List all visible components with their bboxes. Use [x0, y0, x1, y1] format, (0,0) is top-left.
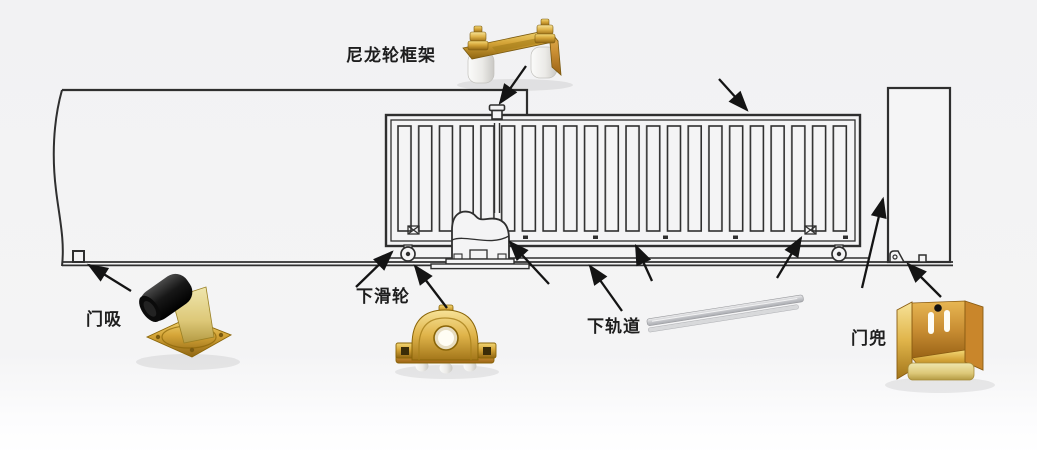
guide-post-knob	[488, 104, 506, 120]
label-bottom-track: 下轨道	[587, 317, 641, 337]
arrow-door-stopper	[87, 263, 132, 292]
receiver-post	[886, 86, 952, 264]
post-foot-square	[918, 254, 927, 263]
gate-roller-bolt-right	[804, 225, 817, 235]
arrow-motor-unit	[508, 240, 550, 285]
arrow-bottom-track-3	[776, 236, 803, 279]
label-nylon-wheel-frame: 尼龙轮框架	[346, 46, 436, 66]
arrow-bottom-track-1	[588, 264, 623, 312]
gate-wheel-left	[400, 244, 416, 262]
gate-roller-bolt-left	[407, 225, 420, 235]
gate-wheel-right	[831, 244, 847, 262]
nylon-frame-bolt-left	[467, 25, 489, 51]
bottom-roller-photo	[395, 304, 499, 379]
motor-unit	[430, 210, 530, 270]
nylon-frame-bolt-right	[534, 18, 556, 44]
gate-inner-frame	[390, 119, 856, 242]
door-stopper-rubber	[139, 273, 193, 322]
wall-break-edge	[52, 89, 64, 267]
arrow-receiver-post	[860, 196, 887, 289]
arrow-bottom-track-2	[634, 243, 654, 282]
arrow-bottom-roller-1	[355, 250, 394, 288]
bottom-track-photo	[646, 294, 804, 333]
label-door-stopper: 门吸	[86, 310, 122, 330]
arrow-bottom-roller-2	[413, 264, 448, 309]
door-pocket-photo	[885, 300, 995, 393]
nylon-wheel-frame-photo	[457, 18, 573, 91]
arrow-gate-top-rail	[718, 78, 749, 112]
arrow-nylon-wheel-frame	[498, 65, 527, 105]
arrow-door-pocket	[906, 262, 942, 298]
wall-fence-outline	[52, 88, 529, 267]
guide-post-rod	[493, 123, 501, 213]
door-stop-square	[72, 250, 85, 263]
door-stopper-photo	[136, 273, 240, 370]
sliding-gate	[384, 113, 862, 262]
label-door-pocket: 门兜	[851, 329, 887, 349]
wall-top-line	[62, 88, 529, 116]
label-bottom-roller: 下滑轮	[356, 287, 410, 307]
